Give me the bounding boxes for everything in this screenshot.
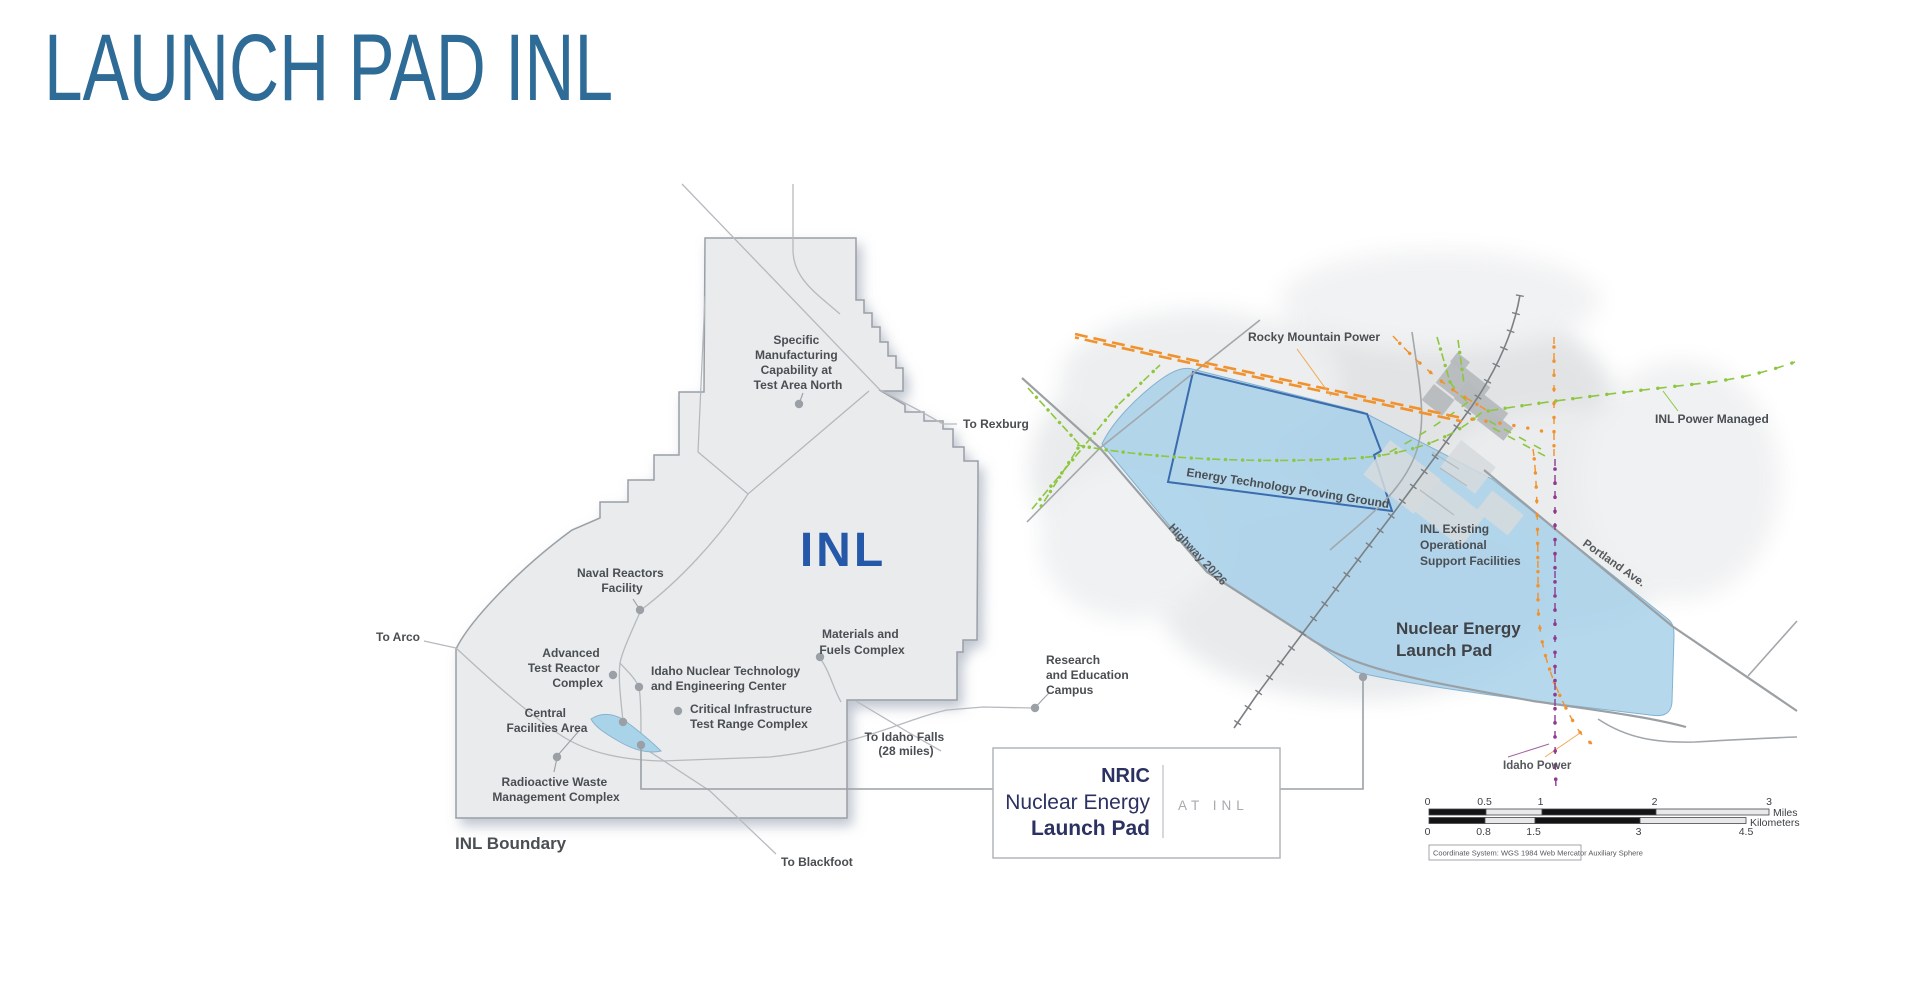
- label-rocky-mountain-power: Rocky Mountain Power: [1248, 330, 1380, 344]
- diagonal-road-north: [681, 183, 957, 425]
- label-nuclear-energy-launch-pad: Nuclear Energy Launch Pad: [1396, 619, 1525, 660]
- label-to-rexburg: To Rexburg: [963, 417, 1029, 431]
- label-cfa: Central Facilities Area: [507, 706, 588, 735]
- miles-ticks: 0 0.5 1 2 3: [1425, 796, 1772, 808]
- callout-connector: [640, 672, 1368, 790]
- energy-tech-proving-ground-outline: [1166, 370, 1394, 513]
- portland-ave-road: [1483, 469, 1798, 712]
- callout-nric: NRIC: [1101, 765, 1150, 787]
- label-rwmc: Radioactive Waste Management Complex: [492, 775, 620, 804]
- us20-road: [455, 647, 848, 762]
- label-smc: Specific Manufacturing Capability at Tes…: [754, 333, 843, 392]
- coordinate-system-text: Coordinate System: WGS 1984 Web Mercator…: [1433, 849, 1643, 858]
- label-intec: Idaho Nuclear Technology and Engineering…: [651, 664, 803, 693]
- label-to-idaho-falls: To Idaho Falls (28 miles): [864, 730, 947, 758]
- miles-unit: Miles: [1773, 807, 1798, 819]
- label-to-arco: To Arco: [376, 630, 420, 644]
- label-rec: Research and Education Campus: [1046, 653, 1132, 697]
- cfa-rwmc-dot: [552, 752, 562, 762]
- label-mfc: Materials and Fuels Complex: [819, 627, 905, 657]
- green-power-lines: [1026, 335, 1797, 511]
- to-idaho-falls-road: [855, 700, 942, 752]
- orange-power-lines: [1074, 332, 1594, 758]
- south-curve-road: [1597, 718, 1798, 743]
- km-ticks: 0 0.8 1.5 3 4.5: [1425, 826, 1754, 838]
- road-to-research-campus: [846, 706, 1034, 742]
- idaho-power-leader-orange: [1544, 732, 1581, 758]
- right-map-roads: [1021, 319, 1798, 743]
- right-map: Rocky Mountain Power INL Power Managed E…: [1021, 250, 1798, 794]
- inl-region-label: INL: [800, 524, 886, 577]
- scale-bar: 0 0.5 1 2 3 Miles 0 0.8 1.5 3 4.5 Kilome…: [1425, 796, 1800, 861]
- railroad: [1230, 294, 1524, 731]
- left-map: INL Specific Manufacturing Capability at…: [376, 183, 1132, 869]
- pad-dot-south: [636, 740, 646, 750]
- facility-access-road: [1329, 331, 1423, 551]
- inl-boundary-shape: [455, 237, 979, 819]
- callout-nuclear-energy: Nuclear Energy: [1005, 791, 1150, 814]
- label-idaho-power: Idaho Power: [1503, 760, 1572, 772]
- mfc-road: [819, 657, 842, 703]
- mfc-dot: [815, 652, 825, 662]
- north-vertical-road: [792, 184, 841, 315]
- northwest-road: [1026, 319, 1261, 523]
- callout-launch-pad: Launch Pad: [1031, 817, 1150, 840]
- left-map-roads: [423, 183, 1034, 855]
- highway-20-26-road: [1021, 377, 1687, 729]
- coordinate-system-box: [1428, 844, 1582, 861]
- facility-dots: [552, 399, 1040, 762]
- label-atr: Advanced Test Reactor Complex: [528, 646, 603, 690]
- purple-power-line: [1507, 457, 1558, 794]
- connector-dot: [1358, 672, 1368, 682]
- nric-callout-box: NRIC Nuclear Energy Launch Pad AT INL: [992, 747, 1281, 859]
- nuclear-energy-launch-pad-zone: [1101, 367, 1675, 717]
- label-nrf: Naval Reactors Facility: [577, 566, 667, 595]
- callout-at-inl: AT INL: [1178, 798, 1249, 813]
- km-unit: Kilometers: [1750, 817, 1800, 829]
- atr-dot: [608, 670, 618, 680]
- intec-dot: [634, 682, 644, 692]
- callout-frame: [992, 747, 1281, 859]
- to-blackfoot-road: [640, 745, 777, 855]
- label-inl-power-managed: INL Power Managed: [1655, 412, 1769, 426]
- to-arco-road: [423, 640, 457, 649]
- test-area-north-inner-boundary: [697, 295, 870, 495]
- portland-branch-road: [1747, 620, 1798, 677]
- label-to-blackfoot: To Blackfoot: [781, 855, 853, 869]
- inl-boundary-label: INL Boundary: [455, 834, 567, 853]
- page-title: LAUNCH PAD INL: [44, 15, 614, 121]
- rec-dot: [1030, 703, 1040, 713]
- label-inl-existing: INL Existing Operational Support Facilit…: [1420, 522, 1521, 568]
- citrc-dot: [673, 706, 683, 716]
- pad-dot-north: [618, 717, 628, 727]
- nrf-dot: [635, 605, 645, 615]
- rocky-mountain-power-leader: [1296, 348, 1332, 397]
- idaho-power-leader-purple: [1507, 743, 1550, 758]
- label-citrc: Critical Infrastructure Test Range Compl…: [690, 702, 815, 731]
- smc-dot: [794, 399, 804, 409]
- inl-power-managed-leader: [1662, 390, 1679, 412]
